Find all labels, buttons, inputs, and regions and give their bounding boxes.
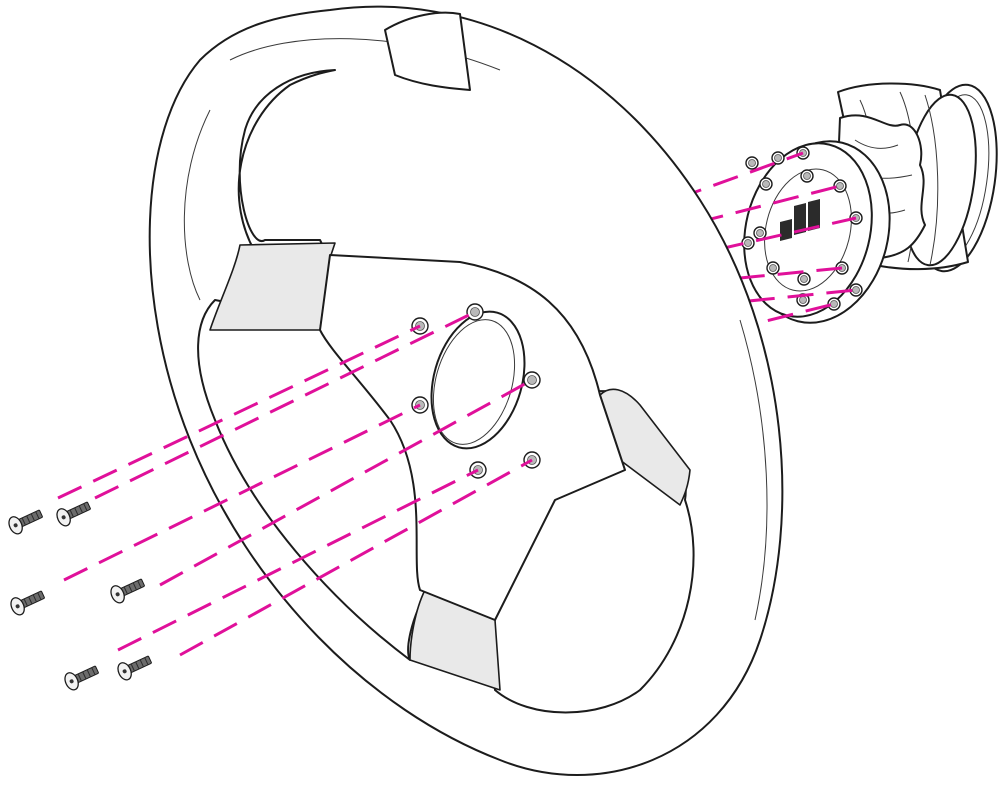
wheel-top-grip	[384, 11, 471, 91]
hub-mounting-holes	[741, 146, 863, 311]
wheel-right-spoke	[599, 388, 691, 506]
guide-lines-bolts	[57, 310, 533, 657]
bolt	[110, 578, 145, 604]
bolt	[56, 501, 91, 527]
bolt	[64, 665, 99, 691]
bolt	[10, 590, 45, 616]
bolt	[117, 655, 152, 681]
steering-wheel	[148, 5, 784, 776]
hub-logo	[780, 199, 820, 241]
bolt	[8, 509, 43, 535]
countersunk-bolts	[8, 501, 152, 691]
wheel-bottom-spoke	[409, 589, 501, 691]
